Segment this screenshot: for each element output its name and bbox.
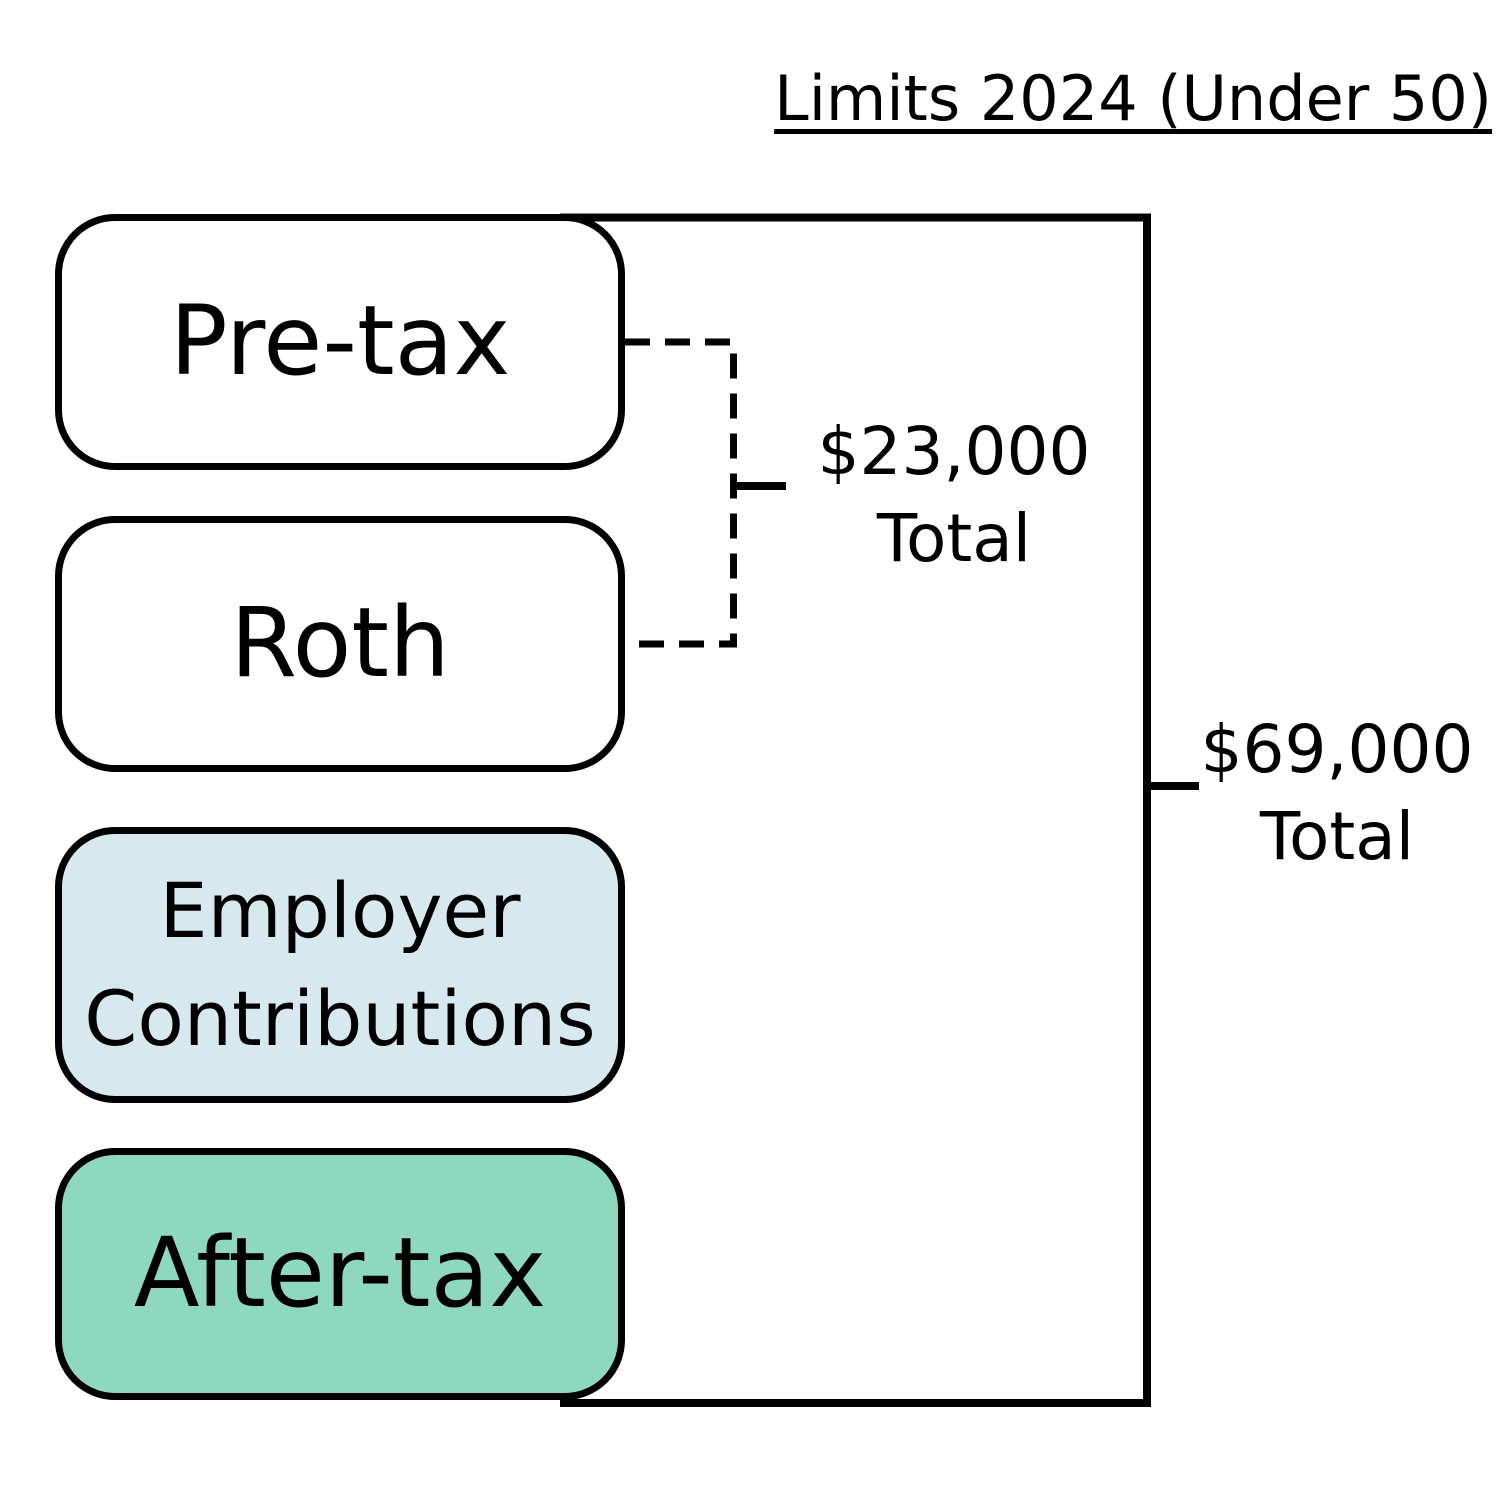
page-title: Limits 2024 (Under 50) (774, 62, 1492, 135)
annotation-overall-caption: Total (1259, 798, 1415, 876)
total-bracket-line (560, 213, 1151, 1407)
box-pre-tax: Pre-tax (55, 214, 625, 470)
box-after-tax: After-tax (55, 1148, 625, 1400)
box-employer-contributions: Employer Contributions (55, 827, 625, 1103)
annotation-overall-limit: $69,000 Total (1137, 706, 1500, 880)
annotation-elective-limit: $23,000 Total (754, 408, 1154, 582)
annotation-overall-amount: $69,000 (1200, 711, 1474, 788)
elective-bracket-dashed-line (625, 338, 737, 648)
box-after-tax-label: After-tax (133, 1217, 547, 1330)
box-roth: Roth (55, 516, 625, 772)
box-roth-label: Roth (230, 587, 450, 700)
box-pre-tax-label: Pre-tax (169, 285, 511, 398)
annotation-elective-amount: $23,000 (817, 413, 1091, 490)
annotation-elective-caption: Total (876, 500, 1032, 578)
box-employer-contributions-label: Employer Contributions (84, 866, 596, 1063)
